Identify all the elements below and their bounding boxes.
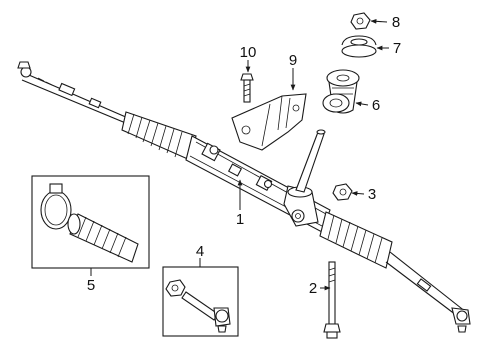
boot-clamp: [40, 183, 72, 230]
left-tie-rod: [17, 61, 129, 125]
leader-6: [355, 101, 369, 107]
bolt-part-10: [240, 73, 254, 103]
tie-rod-end-box: [162, 266, 239, 337]
callout-3: 3: [368, 186, 376, 203]
callout-8: 8: [392, 14, 400, 31]
mount-bushing-part-6: [322, 69, 360, 114]
callout-7: 7: [393, 40, 401, 57]
callout-4: 4: [196, 243, 204, 260]
leader-8: [370, 18, 388, 24]
insulator-part-7: [341, 35, 377, 58]
callout-labels: 1 2 3 4 5 6 7 8 9 10: [87, 14, 401, 297]
boot-kit-box: [31, 175, 150, 269]
callout-5: 5: [87, 277, 95, 294]
callout-9: 9: [289, 52, 297, 69]
right-tie-rod: [385, 251, 471, 333]
callout-1: 1: [236, 211, 244, 228]
steering-rack-assembly: [17, 61, 471, 333]
leader-3: [351, 191, 365, 196]
jam-nut: [165, 279, 186, 297]
boot-bellows: [67, 213, 139, 263]
callout-10: 10: [240, 44, 257, 61]
callout-6: 6: [372, 97, 380, 114]
callout-2: 2: [309, 280, 317, 297]
bolt-part-2: [323, 261, 341, 339]
pinion-housing: [283, 129, 326, 227]
nut-part-3: [332, 183, 353, 201]
right-boot: [319, 211, 393, 269]
bracket-part-9: [231, 93, 307, 151]
left-boot: [121, 111, 197, 161]
tie-rod-end: [181, 291, 231, 333]
nut-part-8: [350, 12, 371, 30]
leader-lines: [90, 18, 389, 291]
